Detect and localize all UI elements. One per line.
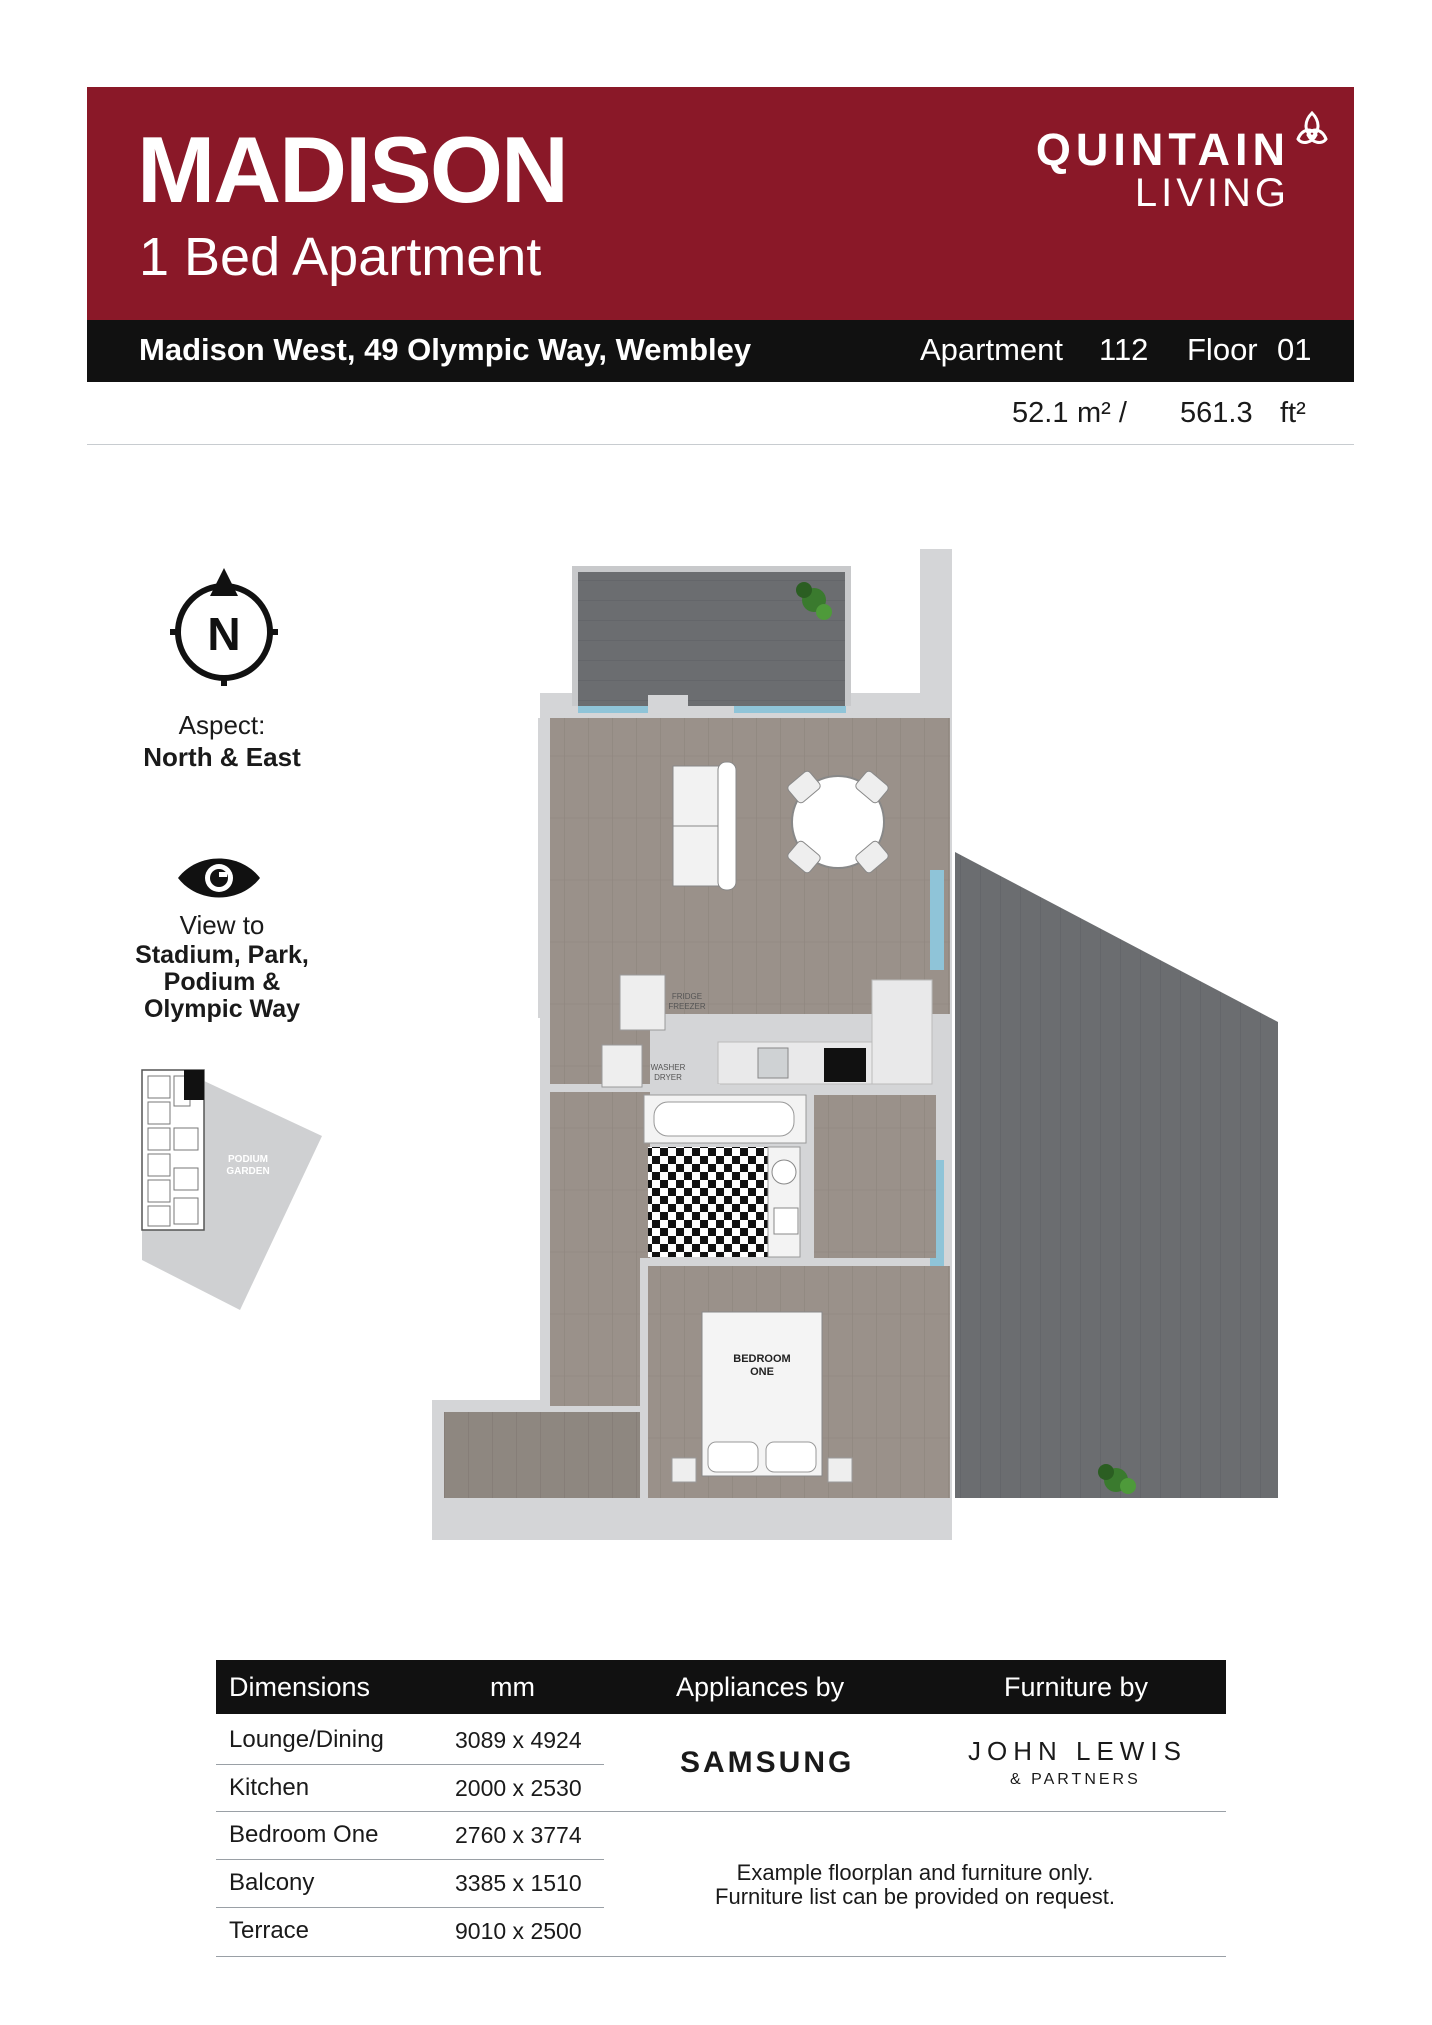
floor-plan: FRIDGE FREEZER WASHER DRYER BEDROOM ONE — [432, 549, 1278, 1540]
room-name: Terrace — [229, 1917, 310, 1944]
brand-name-line2: LIVING — [1134, 171, 1290, 215]
fridge-label: FRIDGE — [672, 992, 702, 1001]
aspect-value: North & East — [143, 742, 301, 772]
appliances-brand: SAMSUNG — [680, 1746, 855, 1779]
furniture-brand-sub: & PARTNERS — [1010, 1771, 1141, 1788]
divider — [216, 1764, 604, 1765]
compass-letter: N — [207, 608, 240, 660]
area-sqft-unit: ft² — [1280, 397, 1306, 429]
aspect-label: Aspect: — [178, 710, 266, 740]
view-value: Stadium, Park, Podium & Olympic Way — [92, 942, 352, 1023]
plant-icon — [796, 582, 832, 620]
bedroom-label: ONE — [750, 1366, 774, 1378]
room-name: Lounge/Dining — [229, 1726, 384, 1753]
room-name: Bedroom One — [229, 1821, 379, 1848]
col-header-dimensions: Dimensions — [229, 1672, 371, 1702]
table-header: Dimensions mm Appliances by Furniture by — [216, 1660, 1226, 1714]
address-bar: Madison West, 49 Olympic Way, Wembley Ap… — [87, 320, 1354, 382]
brand-name-line1: QUINTAIN — [1035, 124, 1290, 175]
plant-icon — [1098, 1464, 1136, 1494]
apartment-label: Apartment — [920, 332, 1064, 367]
view-line: Podium & — [163, 968, 281, 996]
room-dimensions: 3089 x 4924 — [455, 1727, 582, 1753]
divider — [216, 1859, 604, 1860]
apartment-number: 112 — [1099, 332, 1149, 367]
address: Madison West, 49 Olympic Way, Wembley — [139, 332, 752, 367]
col-header-appliances: Appliances by — [676, 1672, 845, 1702]
furniture-brand: JOHN LEWIS — [968, 1736, 1187, 1766]
compass-icon: N — [170, 568, 278, 686]
view-label: View to — [179, 910, 265, 940]
keyplan-garden-label: PODIUM — [228, 1154, 268, 1165]
room-dimensions: 3385 x 1510 — [455, 1870, 582, 1896]
area-sqft: 561.3 — [1180, 397, 1253, 429]
apartment-type: 1 Bed Apartment — [139, 227, 542, 287]
divider — [216, 1811, 604, 1812]
divider — [87, 444, 1354, 445]
floor-number: 01 — [1277, 332, 1312, 367]
room-name: Balcony — [229, 1869, 315, 1896]
room-dimensions: 2760 x 3774 — [455, 1822, 582, 1848]
view-line: Stadium, Park, — [135, 941, 309, 969]
washer-label: DRYER — [654, 1073, 682, 1082]
col-header-mm: mm — [490, 1672, 535, 1702]
divider — [216, 1907, 604, 1908]
room-name: Kitchen — [229, 1774, 310, 1801]
eye-icon — [178, 858, 260, 898]
area-sqm-unit: m² / — [1077, 397, 1127, 429]
divider — [604, 1811, 1226, 1812]
floor-label: Floor — [1187, 332, 1258, 367]
keyplan-garden-label: GARDEN — [226, 1166, 269, 1177]
bedroom-label: BEDROOM — [733, 1353, 790, 1365]
trefoil-logo-icon — [1296, 110, 1328, 144]
disclaimer-note: Furniture list can be provided on reques… — [715, 1884, 1115, 1909]
divider — [216, 1956, 1226, 1957]
col-header-furniture: Furniture by — [1004, 1672, 1149, 1702]
header-banner: MADISON 1 Bed Apartment QUINTAIN LIVING — [87, 87, 1354, 320]
washer-label: WASHER — [651, 1063, 686, 1072]
fridge-label: FREEZER — [668, 1002, 706, 1011]
room-dimensions: 9010 x 2500 — [455, 1918, 582, 1944]
area-sqm: 52.1 — [1012, 397, 1069, 429]
key-plan: PODIUM GARDEN — [141, 1069, 322, 1310]
view-line: Olympic Way — [143, 995, 301, 1023]
development-title: MADISON — [137, 117, 569, 222]
room-dimensions: 2000 x 2530 — [455, 1775, 582, 1801]
disclaimer-note: Example floorplan and furniture only. — [736, 1860, 1094, 1885]
